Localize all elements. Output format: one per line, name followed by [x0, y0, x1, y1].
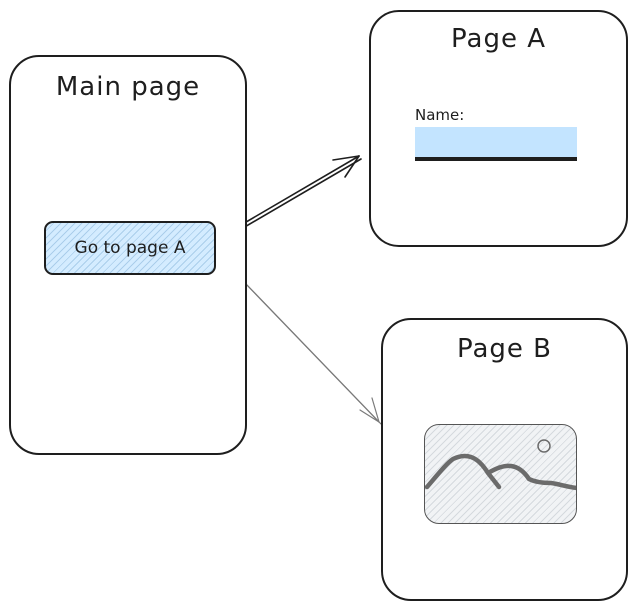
page-b-title: Page B: [456, 334, 553, 364]
name-input[interactable]: [415, 127, 577, 161]
page-a-frame: Page A Name:: [369, 10, 628, 247]
sun-icon: [537, 439, 551, 453]
main-page-frame: Main page Go to page A: [9, 55, 247, 455]
mountain-sun-icon: [425, 439, 576, 491]
page-a-title: Page A: [451, 24, 546, 54]
mountain-icon: [425, 453, 576, 491]
name-field-label: Name:: [415, 106, 465, 124]
go-to-page-a-button[interactable]: Go to page A: [44, 221, 216, 275]
page-b-frame: Page B: [381, 318, 628, 601]
image-placeholder-icon: [424, 424, 577, 524]
main-page-title: Main page: [55, 72, 201, 102]
